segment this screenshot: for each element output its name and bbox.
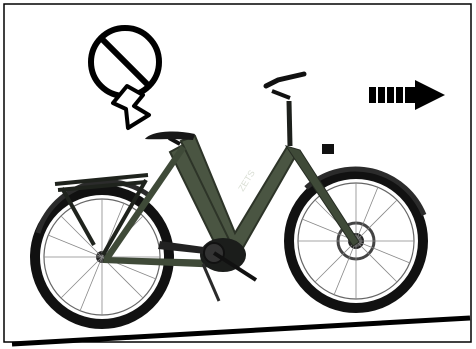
right-arrow-icon (369, 80, 445, 110)
bicycle: ZETS (35, 74, 424, 324)
stem (289, 101, 290, 146)
rear-wheel (35, 190, 169, 324)
frame-brand-label: ZETS (236, 168, 257, 193)
handlebar-lower (272, 91, 290, 98)
handlebar (266, 74, 304, 86)
headlight (322, 144, 334, 154)
saddle (145, 132, 195, 140)
